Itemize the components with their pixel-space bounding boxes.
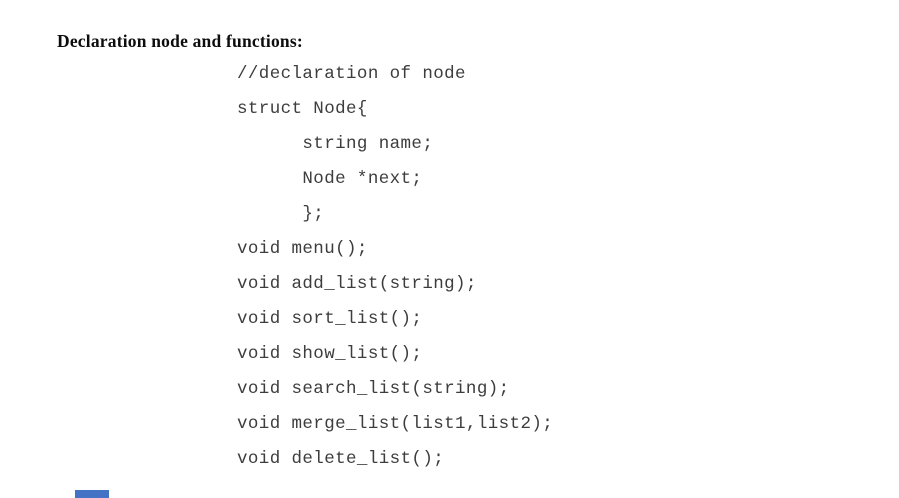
- code-line-delete-list: void delete_list();: [237, 449, 445, 469]
- code-line-comment: //declaration of node: [237, 64, 466, 84]
- code-line-member-next: Node *next;: [237, 169, 423, 189]
- code-line-merge-list: void merge_list(list1,list2);: [237, 414, 554, 434]
- code-line-add-list: void add_list(string);: [237, 274, 477, 294]
- code-line-search-list: void search_list(string);: [237, 379, 510, 399]
- blue-marker: [75, 490, 109, 498]
- code-line-member-name: string name;: [237, 134, 434, 154]
- code-line-menu: void menu();: [237, 239, 368, 259]
- code-block: //declaration of node struct Node{ strin…: [237, 57, 553, 477]
- code-line-struct-open: struct Node{: [237, 99, 368, 119]
- section-heading: Declaration node and functions:: [57, 31, 303, 51]
- code-line-sort-list: void sort_list();: [237, 309, 423, 329]
- code-line-struct-close: };: [237, 204, 325, 224]
- code-line-show-list: void show_list();: [237, 344, 423, 364]
